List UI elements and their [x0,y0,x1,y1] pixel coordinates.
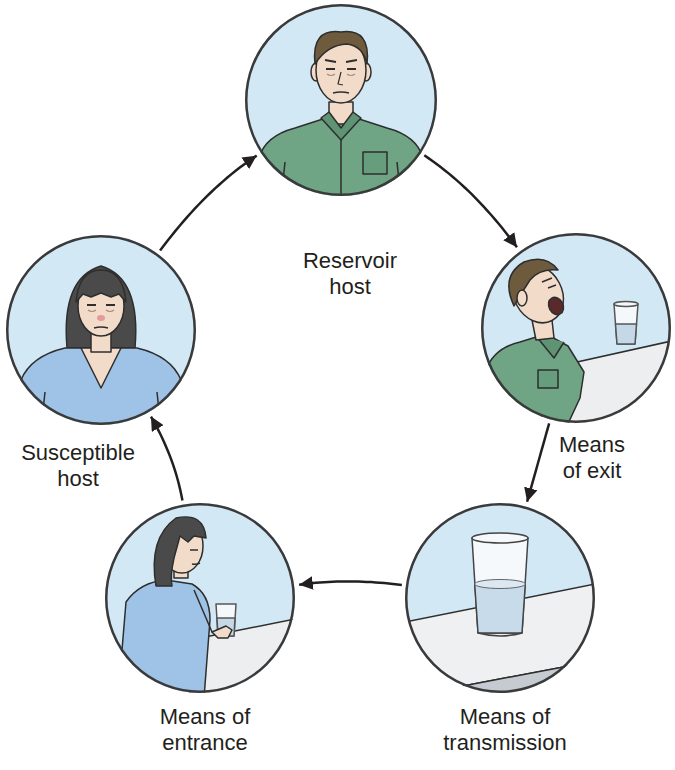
circle-border [106,504,294,692]
sick-man-figure [245,4,437,200]
circle-outline [105,503,295,693]
woman-reaching-figure [105,503,300,698]
cycle-arrow [299,581,402,585]
circle-border [246,5,436,195]
cycle-arrow [160,156,257,251]
circle-outline [405,503,595,693]
cycle-arrow [151,417,182,501]
circle-border [7,236,195,424]
water-glass-figure [400,503,600,698]
woman-figure [6,235,196,430]
stage-label-box: Means of exit [552,432,632,485]
circle-border [482,234,670,422]
circle-outline [481,233,671,423]
chain-stage-circle: Susceptible host [6,235,196,425]
stage-label: Means of exit [552,432,632,485]
stage-label-box: Means of entrance [150,704,260,757]
stage-label-box: Susceptible host [13,440,143,493]
chain-stage-circle: Means of entrance [105,503,295,693]
stage-label: Reservoir host [290,248,410,301]
circle-outline [6,235,196,425]
chain-stage-circle: Reservoir host [245,4,437,196]
stage-label: Means of transmission [430,704,580,757]
circle-outline [245,4,437,196]
cycle-arrow [424,155,517,247]
chain-stage-circle: Means of exit [481,233,671,423]
chain-stage-circle: Means of transmission [405,503,595,693]
cycle-arrow [527,423,549,501]
circle-border [406,504,594,692]
stage-label: Means of entrance [150,704,260,757]
coughing-man-figure [478,233,675,428]
stage-label-box: Reservoir host [290,248,410,301]
stage-label-box: Means of transmission [430,704,580,757]
stage-label: Susceptible host [13,440,143,493]
